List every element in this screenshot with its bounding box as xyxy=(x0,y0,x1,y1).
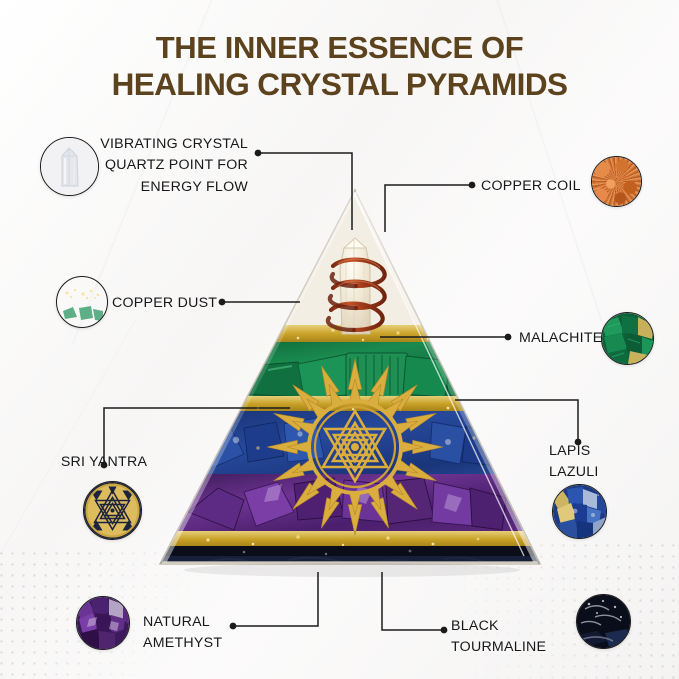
callout-label-sri-yantra: SRI YANTRA xyxy=(60,454,148,470)
callout-label-quartz: VIBRATING CRYSTAL QUARTZ POINT FOR ENERG… xyxy=(100,136,248,195)
lapis-lazuli-stone-icon xyxy=(552,484,607,539)
callout-label-copper-dust: COPPER DUST xyxy=(112,295,218,311)
callout-label-malachite: MALACHITE xyxy=(519,330,603,346)
leader-line-black-tourmaline xyxy=(381,572,444,631)
quartz-point-with-coil xyxy=(325,237,387,335)
sri-yantra-glyph xyxy=(84,482,141,539)
pyramid-illustration xyxy=(158,188,542,577)
copper-dust-texture-icon xyxy=(591,156,642,207)
page-title: THE INNER ESSENCE OF HEALING CRYSTAL PYR… xyxy=(0,30,679,102)
title-line-1: THE INNER ESSENCE OF xyxy=(155,30,524,65)
gold-dust-over-malachite-icon xyxy=(56,276,108,328)
clear-quartz-point-icon xyxy=(40,137,99,196)
orgonite-crystal-pyramid xyxy=(148,182,548,580)
malachite-chunks xyxy=(602,315,653,364)
malachite-stone-icon xyxy=(601,312,654,365)
callout-label-copper-coil: COPPER COIL xyxy=(481,178,581,194)
quartz-glyph xyxy=(41,138,98,195)
leader-dot-quartz xyxy=(254,149,262,157)
callout-label-black-tourmaline: BLACK TOURMALINE xyxy=(451,618,547,656)
black-tourmaline-stone-icon xyxy=(576,594,631,649)
sri-yantra-engraving xyxy=(266,358,444,536)
paper-crease xyxy=(0,320,136,580)
tourmaline-texture xyxy=(577,595,630,648)
dust-specks xyxy=(63,288,103,321)
amethyst-stone-icon xyxy=(76,596,130,650)
copper-texture xyxy=(592,157,641,206)
leader-dot-black-tourmaline xyxy=(440,626,448,634)
amethyst-chunks xyxy=(77,597,129,649)
callout-label-lapis-lazuli: LAPIS LAZULI xyxy=(549,443,599,481)
lapis-chunks xyxy=(553,487,606,538)
callout-label-natural-amethyst: NATURAL AMETHYST xyxy=(143,614,223,652)
title-line-2: HEALING CRYSTAL PYRAMIDS xyxy=(111,65,568,102)
sri-yantra-mandala-icon xyxy=(83,481,142,540)
